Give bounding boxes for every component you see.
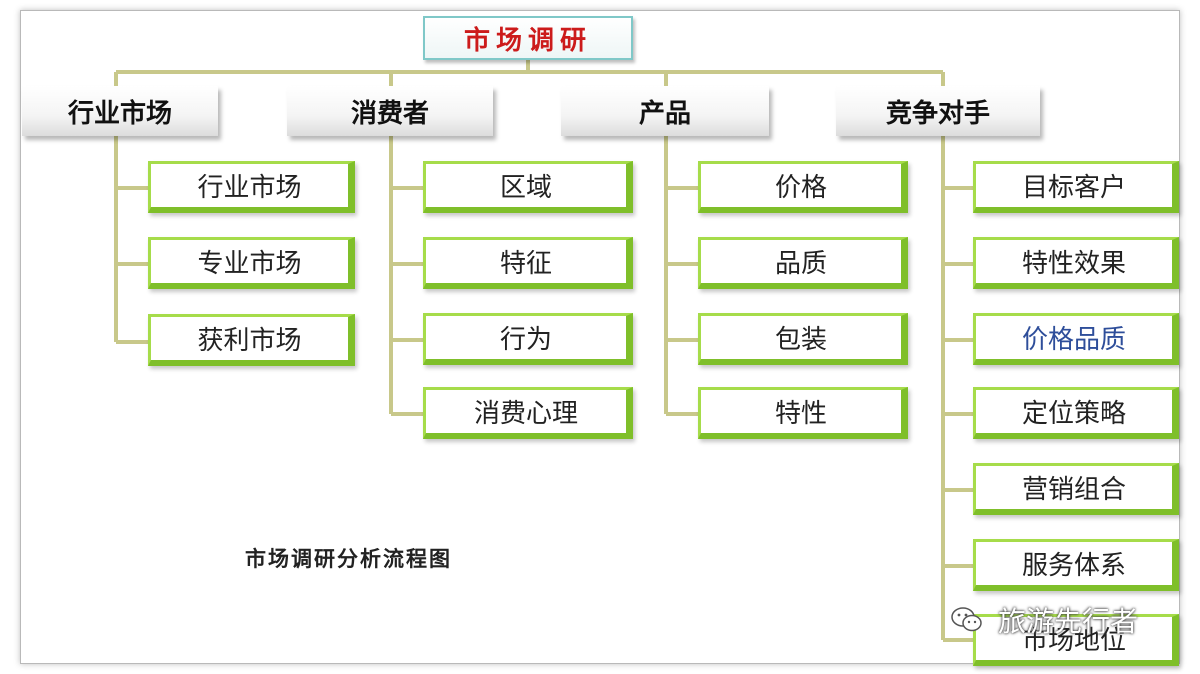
- category-competitor: 竞争对手: [836, 86, 1040, 136]
- leaf-node: 品质: [698, 237, 908, 289]
- category-consumer: 消费者: [287, 86, 493, 136]
- leaf-node: 包装: [698, 313, 908, 365]
- leaf-node: 特性: [698, 387, 908, 439]
- leaf-node: 价格: [698, 161, 908, 213]
- diagram-caption: 市场调研分析流程图: [245, 546, 452, 571]
- watermark: 旅游先行者: [950, 600, 1138, 640]
- leaf-node: 获利市场: [148, 314, 355, 366]
- leaf-node: 市场地位: [973, 614, 1179, 666]
- root-node: 市场调研: [423, 16, 633, 60]
- leaf-node: 区域: [423, 161, 633, 213]
- leaf-node: 特征: [423, 237, 633, 289]
- leaf-node: 价格品质: [973, 313, 1179, 365]
- leaf-node: 专业市场: [148, 237, 355, 289]
- leaf-node: 目标客户: [973, 161, 1179, 213]
- category-product: 产品: [561, 86, 769, 136]
- leaf-node: 特性效果: [973, 237, 1179, 289]
- watermark-text: 旅游先行者: [998, 605, 1139, 638]
- wechat-icon: [951, 607, 982, 632]
- leaf-node: 定位策略: [973, 387, 1179, 439]
- leaf-node: 行业市场: [148, 161, 355, 213]
- leaf-node: 行为: [423, 313, 633, 365]
- leaf-node: 消费心理: [423, 387, 633, 439]
- leaf-node: 服务体系: [973, 539, 1179, 591]
- leaf-node: 营销组合: [973, 463, 1179, 515]
- category-industry-market: 行业市场: [22, 86, 218, 136]
